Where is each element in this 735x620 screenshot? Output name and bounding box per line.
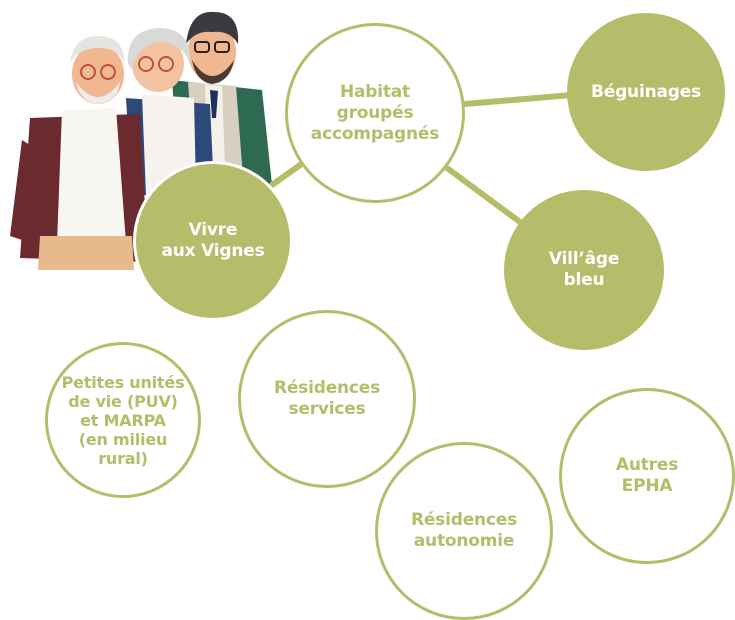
- node-village-bleu: Vill’âge bleu: [504, 190, 664, 350]
- connector-line: [444, 165, 523, 225]
- node-vivre-aux-vignes-label: Vivre aux Vignes: [161, 220, 265, 261]
- elderly-people-group-illustration: [10, 11, 272, 270]
- node-petites-unites: Petites unités de vie (PUV) et MARPA (en…: [45, 342, 201, 498]
- node-village-bleu-label: Vill’âge bleu: [548, 249, 620, 290]
- connector-line: [269, 162, 303, 188]
- node-beguinages: Béguinages: [567, 13, 725, 171]
- node-beguinages-label: Béguinages: [591, 81, 701, 102]
- node-residences-autonomie-label: Résidences autonomie: [410, 510, 518, 551]
- node-residences-autonomie: Résidences autonomie: [375, 442, 553, 620]
- node-habitat-groupes-label: Habitat groupés accompagnés: [310, 81, 440, 144]
- node-autres-epha-label: Autres EPHA: [615, 455, 679, 496]
- node-habitat-groupes: Habitat groupés accompagnés: [285, 23, 465, 203]
- node-vivre-aux-vignes: Vivre aux Vignes: [133, 161, 293, 321]
- elderly-woman-figure: [126, 28, 214, 196]
- node-autres-epha: Autres EPHA: [559, 388, 735, 564]
- node-residences-services: Résidences services: [238, 310, 416, 488]
- elderly-man-figure: [10, 36, 148, 270]
- connector-line: [462, 92, 575, 107]
- node-residences-services-label: Résidences services: [273, 378, 381, 419]
- node-petites-unites-label: Petites unités de vie (PUV) et MARPA (en…: [61, 372, 185, 468]
